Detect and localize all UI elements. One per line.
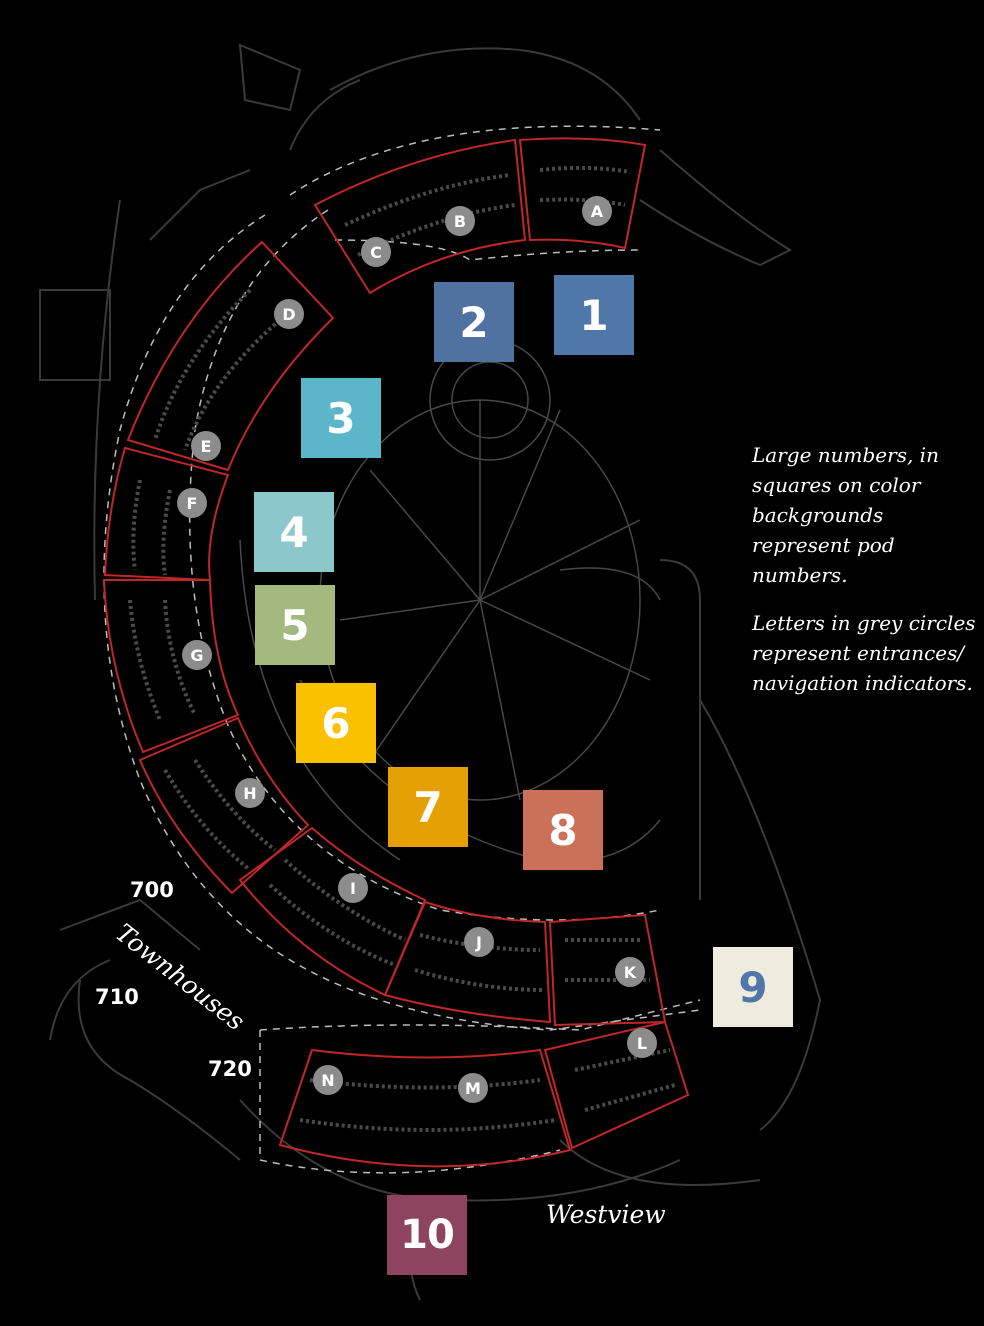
entrance-k: K <box>615 957 645 987</box>
pod-9-label: 9 <box>738 962 768 1012</box>
entrance-l: L <box>627 1028 657 1058</box>
entrance-d: D <box>274 299 304 329</box>
entrance-j: J <box>464 927 494 957</box>
entrance-i: I <box>338 873 368 903</box>
entrance-c-label: C <box>370 242 382 262</box>
map-legend: Large numbers, in squares on color backg… <box>752 440 984 716</box>
pod-6-label: 6 <box>321 698 351 748</box>
entrance-f: F <box>177 488 207 518</box>
entrance-e: E <box>191 431 221 461</box>
building-720-label: 720 <box>208 1057 252 1081</box>
pod-3-marker: 3 <box>301 378 381 458</box>
entrance-h-label: H <box>243 783 257 803</box>
building-700-label: 700 <box>130 878 174 902</box>
entrance-i-label: I <box>350 878 356 898</box>
pod-1-label: 1 <box>579 290 609 340</box>
pod-2-marker: 2 <box>434 282 514 362</box>
pod-10-marker: 10 <box>387 1195 467 1275</box>
pod-2-label: 2 <box>459 297 489 347</box>
pod-10-label: 10 <box>400 1212 455 1258</box>
legend-entrances-text: Letters in grey circles represent entran… <box>752 611 976 695</box>
entrance-g-label: G <box>190 645 204 665</box>
pod-5-marker: 5 <box>255 585 335 665</box>
dashed-ring <box>103 125 701 1174</box>
westview-label: Westview <box>546 1200 666 1229</box>
entrance-c: C <box>361 237 391 267</box>
entrance-n-label: N <box>321 1070 335 1090</box>
entrance-b: B <box>445 206 475 236</box>
entrance-f-label: F <box>186 493 198 513</box>
building-710-label: 710 <box>95 985 139 1009</box>
entrance-e-label: E <box>200 436 212 456</box>
pod-3-label: 3 <box>326 393 356 443</box>
pod-6-marker: 6 <box>296 683 376 763</box>
building-boundaries <box>102 137 690 1168</box>
entrance-l-label: L <box>636 1033 648 1053</box>
entrance-j-label: J <box>476 932 482 952</box>
entrance-h: H <box>235 778 265 808</box>
pod-9-marker: 9 <box>713 947 793 1027</box>
entrance-a: A <box>582 196 612 226</box>
pod-7-label: 7 <box>413 782 443 832</box>
entrance-k-label: K <box>623 962 637 982</box>
entrance-a-label: A <box>590 201 604 221</box>
entrance-d-label: D <box>282 304 296 324</box>
entrance-m: M <box>458 1073 488 1103</box>
pod-7-marker: 7 <box>388 767 468 847</box>
entrance-n: N <box>313 1065 343 1095</box>
legend-pod-numbers-text: Large numbers, in squares on color backg… <box>752 443 939 587</box>
entrance-g: G <box>182 640 212 670</box>
pod-1-marker: 1 <box>554 275 634 355</box>
entrance-m-label: M <box>465 1078 481 1098</box>
pod-8-marker: 8 <box>523 790 603 870</box>
pod-4-label: 4 <box>279 507 309 557</box>
pod-5-label: 5 <box>280 600 310 650</box>
entrance-b-label: B <box>453 211 467 231</box>
pod-8-label: 8 <box>548 805 578 855</box>
pod-4-marker: 4 <box>254 492 334 572</box>
